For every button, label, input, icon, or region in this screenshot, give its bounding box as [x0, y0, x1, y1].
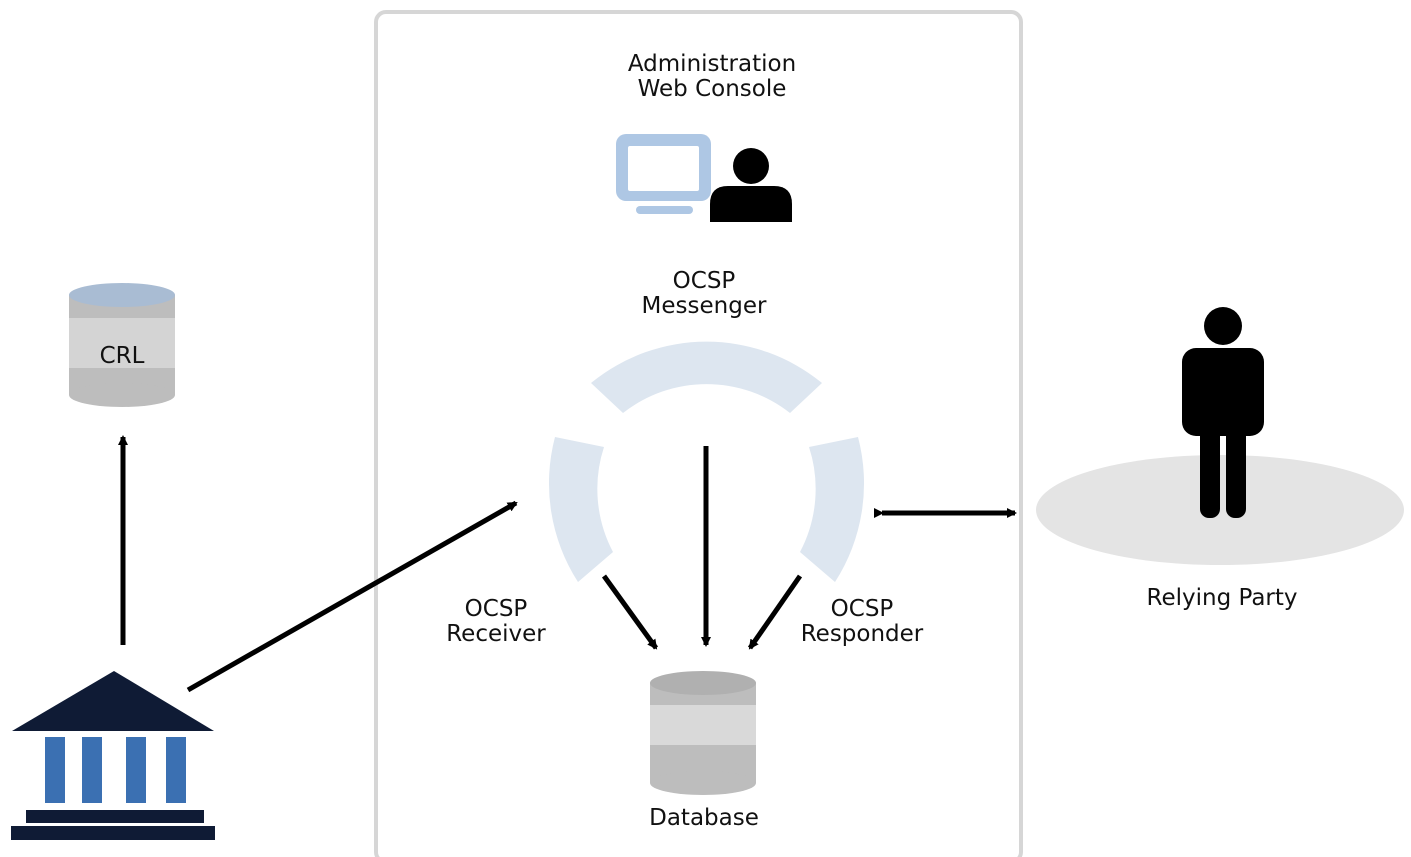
admin-console-label: Administration Web Console: [627, 51, 797, 102]
ocsp-ring: [548, 341, 865, 582]
crl-label: CRL: [99, 343, 145, 369]
system-boundary-box: [374, 10, 1023, 857]
relying-party-label: Relying Party: [1146, 585, 1298, 611]
ocsp-receiver-segment: [548, 437, 613, 582]
connector-arrows: [118, 435, 1017, 693]
arrow-ca-to-receiver: [186, 500, 518, 693]
ocsp-messenger-label: OCSP Messenger: [641, 268, 767, 319]
relying-party-platform: [1036, 455, 1404, 565]
database-icon: [650, 671, 756, 795]
admin-user-icon: [710, 148, 792, 222]
ocsp-responder-segment: [800, 437, 865, 582]
ocsp-receiver-label: OCSP Receiver: [446, 596, 546, 647]
monitor-icon: [616, 134, 711, 214]
arrow-receiver-to-database: [601, 574, 659, 650]
arrow-responder-to-database: [747, 574, 803, 650]
person-icon: [1182, 307, 1264, 518]
ocsp-messenger-segment: [591, 341, 822, 413]
ocsp-responder-label: OCSP Responder: [800, 596, 924, 647]
certificate-authority-bank-icon: [11, 671, 215, 840]
database-label: Database: [649, 805, 759, 831]
crl-database-icon: [69, 283, 175, 407]
